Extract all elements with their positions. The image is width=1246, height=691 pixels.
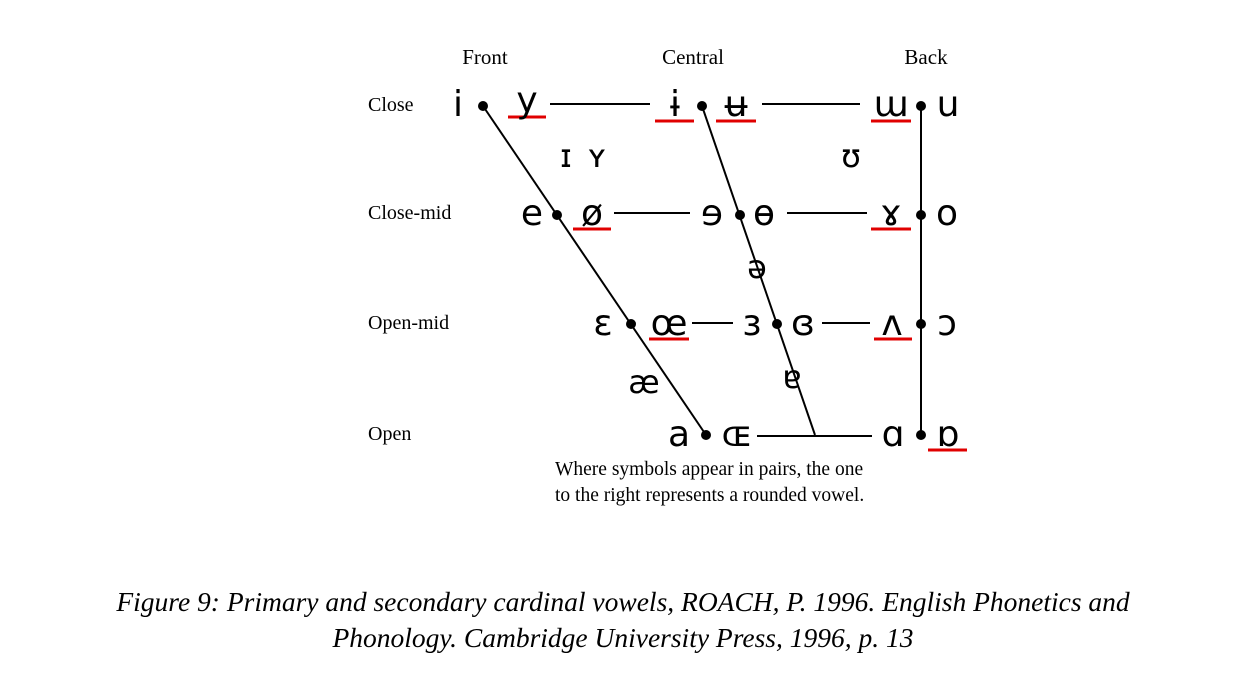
vowel-mid-central: ə: [747, 248, 767, 286]
front-diagonal-line: [482, 105, 707, 436]
row-label-open: Open: [368, 423, 411, 445]
dot-close-back: [916, 101, 926, 111]
vowel-close-mid-back-rounded: o: [936, 193, 958, 234]
vowel-close-mid-front-rounded: ø: [581, 193, 603, 234]
dot-open-mid-front: [626, 319, 636, 329]
column-label-back: Back: [904, 45, 948, 69]
red-underlines: [508, 115, 967, 452]
vowel-near-open-front-unrounded: æ: [628, 363, 659, 401]
vowel-open-mid-back-rounded: ɔ: [937, 303, 957, 344]
dot-close-central: [697, 101, 707, 111]
vowel-close-central-unrounded: ɨ: [670, 84, 680, 125]
dot-close-mid-central: [735, 210, 745, 220]
vowel-close-back-unrounded: ɯ: [873, 84, 908, 125]
vowel-near-close-front-unrounded: ɪ: [560, 137, 572, 175]
dot-open-mid-central: [772, 319, 782, 329]
vowel-close-mid-central-rounded: ɵ: [753, 193, 775, 234]
vowel-near-open-central: ɐ: [782, 358, 801, 396]
vowel-open-mid-front-rounded: œ: [651, 303, 688, 344]
vowel-close-mid-back-unrounded: ɤ: [880, 193, 901, 234]
vowel-close-back-rounded: u: [937, 84, 960, 125]
row-label-open-mid: Open-mid: [368, 312, 449, 334]
caption-line-1: Figure 9: Primary and secondary cardinal…: [116, 586, 1130, 617]
vowel-close-front-rounded: y: [516, 80, 537, 121]
row-label-close: Close: [368, 94, 414, 116]
column-label-front: Front: [462, 45, 508, 69]
vowel-open-mid-back-unrounded: ʌ: [881, 303, 902, 344]
vowel-open-front-unrounded: a: [668, 414, 690, 455]
dot-open-back: [916, 430, 926, 440]
vowel-close-mid-front-unrounded: e: [521, 193, 543, 234]
chart-dots: [478, 101, 926, 440]
vowel-close-front-unrounded: i: [453, 84, 463, 125]
vowel-open-mid-central-unrounded: ɜ: [742, 303, 761, 344]
vowel-near-close-front-rounded: ʏ: [587, 137, 607, 175]
vowel-close-mid-central-unrounded: ɘ: [701, 193, 723, 234]
vowel-near-close-back-rounded: ʊ: [841, 137, 861, 175]
dot-close-mid-back: [916, 210, 926, 220]
note-line-1: Where symbols appear in pairs, the one: [555, 459, 863, 480]
dot-close-front: [478, 101, 488, 111]
vowel-open-front-rounded: ɶ: [722, 414, 753, 455]
column-label-central: Central: [662, 45, 724, 69]
dot-close-mid-front: [552, 210, 562, 220]
central-diagonal-line: [701, 105, 816, 436]
dot-open-front: [701, 430, 711, 440]
vowel-open-mid-central-rounded: ɞ: [791, 303, 815, 344]
vowel-open-back-unrounded: ɑ: [882, 414, 905, 455]
row-label-close-mid: Close-mid: [368, 202, 451, 224]
caption-line-2: Phonology. Cambridge University Press, 1…: [332, 622, 914, 653]
vowel-open-back-rounded: ɒ: [937, 414, 960, 455]
vowel-close-central-rounded: ʉ: [725, 84, 748, 125]
note-line-2: to the right represents a rounded vowel.: [555, 485, 864, 506]
dot-open-mid-back: [916, 319, 926, 329]
figure-caption: Figure 9: Primary and secondary cardinal…: [0, 584, 1246, 656]
vowel-open-mid-front-unrounded: ɛ: [593, 303, 612, 344]
chart-lines: [482, 103, 922, 437]
